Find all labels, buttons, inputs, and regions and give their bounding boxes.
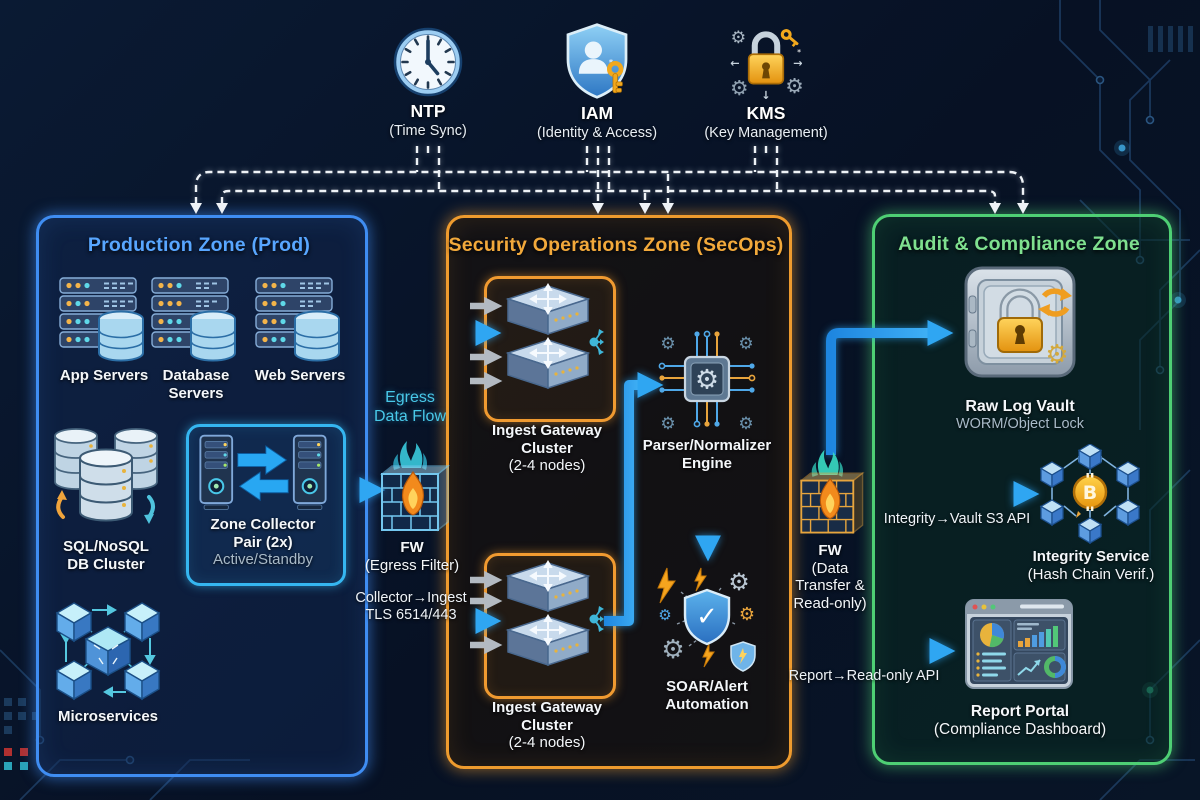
microservices-icon	[55, 602, 161, 701]
dashed-control-lines	[194, 146, 1025, 204]
soar-automation-icon: ⚙ ⚙ ⚙ ⚙ ✓	[657, 567, 756, 672]
raw-log-vault-label: Raw Log Vault WORM/Object Lock	[955, 398, 1085, 432]
service-ntp-name: NTP	[410, 101, 446, 121]
report-api-label: Report→Read-only API	[788, 668, 940, 684]
audit-zone-title: Audit & Compliance Zone	[898, 233, 1140, 255]
svg-text:B: B	[1083, 482, 1097, 504]
svg-text:⚙: ⚙	[695, 365, 719, 396]
firewall-transfer-icon	[799, 449, 865, 535]
microservices-label: Microservices	[57, 708, 159, 725]
svg-text:⚙: ⚙	[738, 414, 753, 432]
service-iam: * IAM (Identity & Access)	[497, 22, 697, 141]
svg-text:⚙: ⚙	[1045, 340, 1068, 370]
ingest-gateway-bottom-icon	[505, 560, 604, 667]
svg-text:⚙: ⚙	[660, 414, 675, 432]
integrity-service-label: Integrity Service (Hash Chain Verif.)	[1027, 548, 1155, 583]
app-servers-label: App Servers	[59, 367, 149, 384]
integrity-service-icon: B	[1039, 444, 1141, 544]
firewall-egress-icon	[379, 441, 451, 532]
shield-identity-icon: *	[566, 23, 628, 99]
svg-text:*: *	[797, 48, 801, 57]
parser-engine-icon: ⚙ ⚙ ⚙ ⚙ ⚙	[658, 330, 756, 432]
svg-text:→: →	[793, 57, 802, 70]
report-portal-label: Report Portal (Compliance Dashboard)	[933, 703, 1107, 738]
service-iam-name: IAM	[580, 103, 614, 123]
vault-worm-sublabel: WORM/Object Lock	[955, 415, 1085, 432]
secops-zone-title: Security Operations Zone (SecOps)	[448, 234, 784, 256]
svg-text:⚙: ⚙	[785, 74, 804, 98]
prod-zone-title: Production Zone (Prod)	[87, 234, 311, 256]
svg-text:✓: ✓	[696, 602, 718, 632]
fw-transfer-label: FW (Data Transfer & Read-only)	[793, 542, 867, 612]
svg-text:⚙: ⚙	[728, 568, 750, 596]
dashed-arrowheads	[190, 203, 1029, 214]
web-servers-label: Web Servers	[254, 367, 346, 384]
db-cluster-icon	[54, 428, 158, 524]
raw-log-vault-icon: ⚙	[964, 266, 1076, 378]
svg-text:↓: ↓	[761, 89, 770, 100]
report-portal-icon	[965, 599, 1073, 689]
collector-pair-icon	[199, 434, 327, 511]
service-ntp-subtitle: (Time Sync)	[389, 123, 467, 139]
svg-text:⚙: ⚙	[660, 334, 675, 354]
service-kms: ⚙ ⚙ ⚙ ← → ↓ * KMS (Key Management)	[666, 24, 866, 141]
collector-mode: Active/Standby	[212, 551, 314, 568]
key-management-icon: ⚙ ⚙ ⚙ ← → ↓ *	[730, 28, 804, 100]
service-iam-subtitle: (Identity & Access)	[536, 125, 658, 141]
svg-text:←: ←	[730, 57, 739, 70]
database-servers-icon	[151, 277, 236, 362]
svg-text:⚙: ⚙	[739, 604, 755, 625]
integrity-api-label: Integrity→Vault S3 API	[883, 511, 1031, 527]
clock-icon	[393, 27, 463, 97]
ingest-gateway-top-icon	[505, 283, 604, 390]
svg-text:⚙: ⚙	[658, 606, 671, 624]
svg-text:⚙: ⚙	[730, 76, 749, 100]
web-servers-icon	[255, 277, 340, 362]
svg-text:⚙: ⚙	[661, 635, 684, 665]
svg-text:⚙: ⚙	[738, 334, 753, 354]
service-kms-name: KMS	[746, 103, 786, 123]
service-ntp: NTP (Time Sync)	[348, 26, 508, 139]
app-servers-icon	[59, 277, 144, 362]
service-kms-subtitle: (Key Management)	[704, 125, 828, 141]
svg-text:⚙: ⚙	[731, 28, 746, 48]
fw-egress-label: FW (Egress Filter)	[364, 539, 460, 574]
